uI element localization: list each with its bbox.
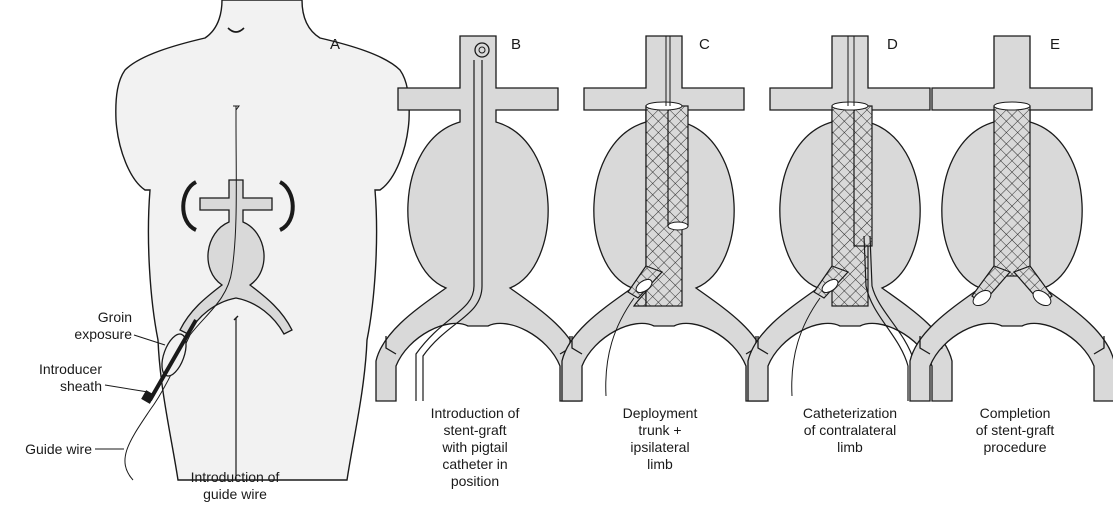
panel-a-body bbox=[95, 0, 409, 480]
panel-letter-a: A bbox=[330, 36, 340, 53]
panel-b-aorta bbox=[376, 36, 580, 401]
caption-c: Deployment trunk + ipsilateral limb bbox=[600, 405, 720, 473]
caption-b: Introduction of stent-graft with pigtail… bbox=[405, 405, 545, 490]
caption-d: Catheterization of contralateral limb bbox=[775, 405, 925, 456]
panel-letter-e: E bbox=[1050, 36, 1060, 53]
groin-exposure-label: Groin exposure bbox=[60, 309, 132, 343]
caption-a: Introduction of guide wire bbox=[165, 469, 305, 503]
panel-letter-c: C bbox=[699, 36, 710, 53]
panel-letter-b: B bbox=[511, 36, 521, 53]
panel-c-aorta bbox=[562, 36, 766, 401]
introducer-sheath-label: Introducer sheath bbox=[10, 361, 102, 395]
panel-e-aorta bbox=[910, 36, 1113, 401]
panel-letter-d: D bbox=[887, 36, 898, 53]
guide-wire-label: Guide wire bbox=[4, 441, 92, 458]
caption-e: Completion of stent-graft procedure bbox=[955, 405, 1075, 456]
